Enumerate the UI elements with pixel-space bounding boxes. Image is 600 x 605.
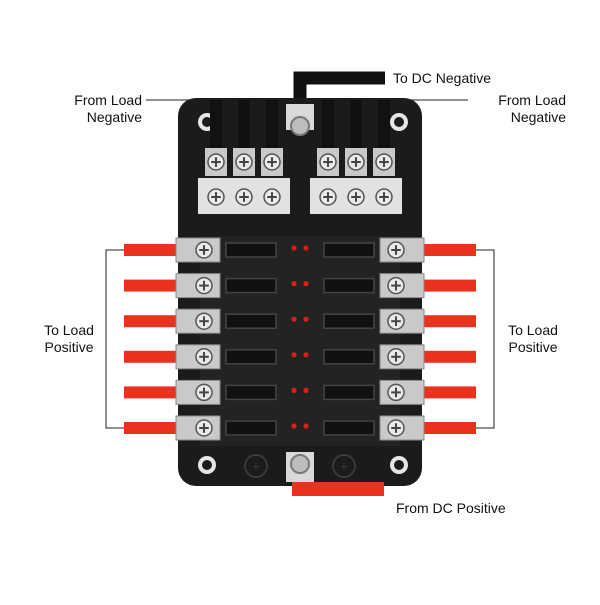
negative-lug-screw-right-1 xyxy=(319,153,337,171)
positive-wire-left-1 xyxy=(124,244,178,256)
negative-wire-right-3 xyxy=(378,100,390,152)
label-from-dc-positive: From DC Positive xyxy=(396,500,506,516)
fuse-slot-right-6 xyxy=(323,420,375,436)
positive-screw-right-5 xyxy=(387,383,405,402)
svg-text:+: + xyxy=(252,458,260,474)
negative-lug-screw-left-3 xyxy=(263,153,281,171)
negative-bus-screw-left-2 xyxy=(235,188,253,206)
positive-screw-right-3 xyxy=(387,312,405,330)
positive-screw-left-4 xyxy=(195,348,213,366)
negative-wire-left-1 xyxy=(210,100,222,152)
negative-bus-screw-right-1 xyxy=(319,188,337,206)
bottom-stud xyxy=(290,454,310,474)
positive-screw-right-6 xyxy=(387,419,405,437)
positive-wire-right-5 xyxy=(422,386,476,399)
label-to-load-positive-left: To Load Positive xyxy=(44,322,94,355)
positive-screw-left-1 xyxy=(195,241,213,259)
indicator-led-2-2 xyxy=(303,281,309,287)
dc-positive-wire xyxy=(292,482,384,496)
mounting-hole-bottom-right xyxy=(390,456,408,474)
svg-text:+: + xyxy=(340,458,348,474)
positive-wire-right-6 xyxy=(422,422,476,434)
positive-wire-left-5 xyxy=(124,386,178,399)
indicator-led-6-1 xyxy=(291,423,297,429)
plus-symbol-right: + xyxy=(332,454,356,478)
indicator-led-5-2 xyxy=(303,387,309,393)
negative-wire-left-2 xyxy=(238,100,250,152)
indicator-led-2-1 xyxy=(291,281,297,287)
positive-screw-right-1 xyxy=(387,241,405,259)
indicator-led-4-1 xyxy=(291,352,297,358)
dc-negative-wire xyxy=(293,71,385,98)
fuse-slot-right-1 xyxy=(323,242,375,258)
fuse-slot-right-4 xyxy=(323,349,375,365)
positive-wire-left-4 xyxy=(124,350,178,363)
bracket-load-positive-right xyxy=(476,249,495,429)
positive-screw-left-5 xyxy=(195,383,213,402)
positive-wire-right-4 xyxy=(422,350,476,363)
negative-bus-screw-left-3 xyxy=(263,188,281,206)
negative-wire-left-3 xyxy=(266,100,278,152)
fuse-slot-left-6 xyxy=(225,420,277,436)
top-stud xyxy=(290,116,310,136)
mounting-hole-bottom-left xyxy=(198,456,216,474)
label-to-load-positive-right: To Load Positive xyxy=(508,322,558,355)
indicator-led-6-2 xyxy=(303,423,309,429)
indicator-led-5-1 xyxy=(291,387,297,393)
positive-screw-right-2 xyxy=(387,276,405,295)
indicator-led-3-2 xyxy=(303,316,309,322)
bracket-load-positive-left xyxy=(105,249,124,429)
fuse-block-inner-panel xyxy=(200,236,400,446)
positive-wire-left-3 xyxy=(124,315,178,328)
negative-wire-right-1 xyxy=(322,100,334,152)
label-from-load-negative-right: From Load Negative xyxy=(498,92,566,125)
negative-wire-right-2 xyxy=(350,100,362,152)
positive-screw-left-6 xyxy=(195,419,213,437)
indicator-led-3-1 xyxy=(291,316,297,322)
fuse-slot-left-1 xyxy=(225,242,277,258)
negative-bus-screw-right-3 xyxy=(375,188,393,206)
negative-lug-screw-left-1 xyxy=(207,153,225,171)
negative-lug-screw-left-2 xyxy=(235,153,253,171)
positive-wire-left-6 xyxy=(124,422,178,434)
positive-wire-right-3 xyxy=(422,315,476,328)
mounting-hole-top-right xyxy=(390,113,408,131)
indicator-led-4-2 xyxy=(303,352,309,358)
negative-lug-screw-right-2 xyxy=(347,153,365,171)
label-from-load-negative-left: From Load Negative xyxy=(74,92,142,125)
positive-screw-right-4 xyxy=(387,348,405,366)
fuse-slot-right-2 xyxy=(323,277,375,294)
plus-symbol-left: + xyxy=(244,454,268,478)
label-to-dc-negative: To DC Negative xyxy=(393,70,492,86)
negative-lug-screw-right-3 xyxy=(375,153,393,171)
fuse-slot-left-4 xyxy=(225,349,277,365)
fuse-slot-right-3 xyxy=(323,313,375,329)
fuse-slot-right-5 xyxy=(323,384,375,401)
fuse-slot-left-3 xyxy=(225,313,277,329)
negative-bus-screw-left-1 xyxy=(207,188,225,206)
fuse-slot-left-5 xyxy=(225,384,277,401)
indicator-led-1-1 xyxy=(291,245,297,251)
positive-screw-left-3 xyxy=(195,312,213,330)
indicator-led-1-2 xyxy=(303,245,309,251)
positive-wire-left-2 xyxy=(124,279,178,292)
fuse-slot-left-2 xyxy=(225,277,277,294)
positive-wire-right-2 xyxy=(422,279,476,292)
positive-wire-right-1 xyxy=(422,244,476,256)
negative-bus-screw-right-2 xyxy=(347,188,365,206)
positive-screw-left-2 xyxy=(195,276,213,295)
